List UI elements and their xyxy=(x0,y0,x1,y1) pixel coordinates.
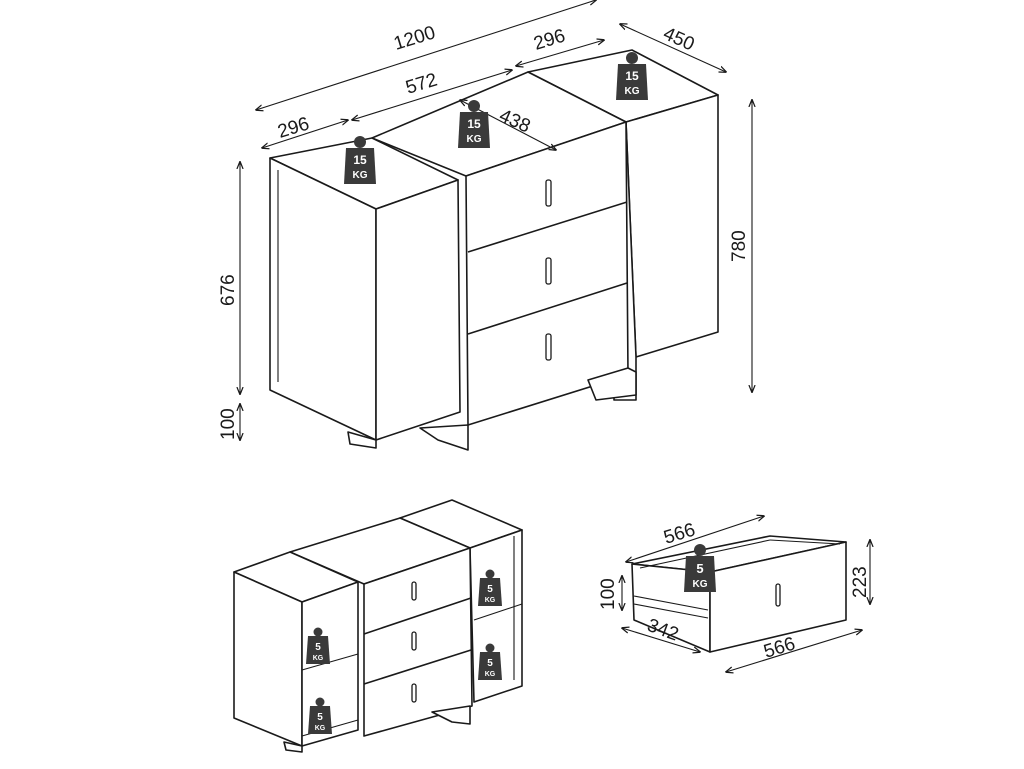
svg-text:KG: KG xyxy=(485,671,496,678)
dim-side-left: 296 xyxy=(275,113,311,142)
svg-text:KG: KG xyxy=(313,655,324,662)
dim-drawer-inner-height: 100 xyxy=(598,578,619,610)
svg-text:5: 5 xyxy=(317,712,323,723)
dim-total-width: 1200 xyxy=(391,22,438,54)
left-cabinet-leg xyxy=(347,431,377,449)
svg-text:15: 15 xyxy=(625,69,639,83)
svg-text:5: 5 xyxy=(487,584,493,595)
dim-side-right: 296 xyxy=(531,25,567,54)
center-leg-right xyxy=(587,367,637,401)
svg-text:5: 5 xyxy=(315,642,321,653)
svg-text:KG: KG xyxy=(315,725,326,732)
svg-text:15: 15 xyxy=(467,117,481,131)
weight-badge-top-left: 15 KG xyxy=(344,136,376,184)
top-dimension-lines: 1200 296 572 296 450 438 780 676 100 xyxy=(218,0,752,440)
dim-cabinet-height: 676 xyxy=(218,274,239,306)
dim-leg-height: 100 xyxy=(218,408,239,440)
dim-total-height: 780 xyxy=(729,230,750,262)
svg-text:15: 15 xyxy=(353,153,367,167)
svg-text:KG: KG xyxy=(353,170,368,181)
drawer-handle-1 xyxy=(545,179,552,207)
weight-badge-drawer: 5 KG xyxy=(684,544,716,592)
right-cabinet-front xyxy=(625,94,719,358)
dim-drawer-height: 223 xyxy=(850,566,871,598)
weight-badge-top-center: 15 KG xyxy=(458,100,490,148)
svg-text:KG: KG xyxy=(693,579,708,590)
weight-badge-top-right: 15 KG xyxy=(616,52,648,100)
dim-depth: 450 xyxy=(660,23,698,55)
center-leg-left xyxy=(419,424,469,451)
drawer-handle-3 xyxy=(545,333,552,361)
weight-badge-shelf-right-lower: 5 KG xyxy=(478,643,502,680)
dim-drawer-width-top: 566 xyxy=(661,519,697,548)
weight-badge-shelf-right-upper: 5 KG xyxy=(478,569,502,606)
svg-text:5: 5 xyxy=(487,658,493,669)
weight-badge-shelf-left-upper: 5 KG xyxy=(306,627,330,664)
dim-line-1200 xyxy=(256,0,596,110)
left-cabinet-front xyxy=(375,179,461,441)
svg-text:KG: KG xyxy=(625,86,640,97)
drawer-handle-2 xyxy=(545,257,552,285)
sideboard-closed-view xyxy=(269,49,719,451)
weight-badge-shelf-left-lower: 5 KG xyxy=(308,697,332,734)
sideboard-open-view xyxy=(233,499,523,753)
svg-text:KG: KG xyxy=(485,597,496,604)
svg-text:KG: KG xyxy=(467,134,482,145)
svg-text:5: 5 xyxy=(696,561,703,576)
